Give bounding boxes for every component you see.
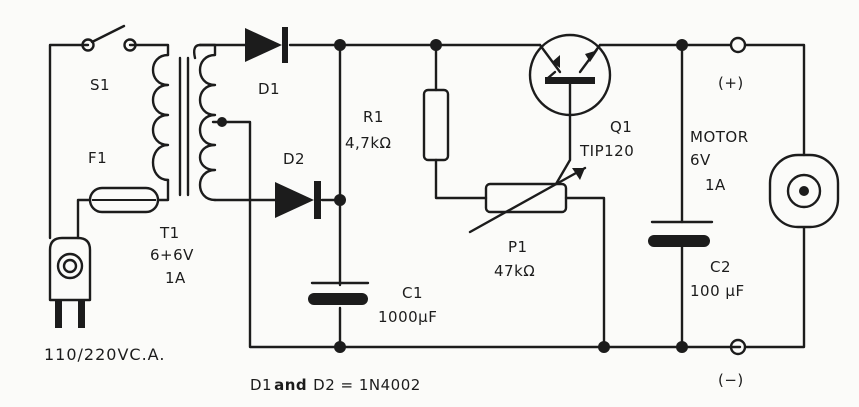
- label-q1: Q1: [610, 118, 632, 136]
- label-d2: D2: [283, 150, 305, 168]
- label-motor-voltage: 6V: [690, 151, 711, 169]
- p1-wire: [564, 196, 606, 349]
- mains-plug: [48, 236, 92, 328]
- label-f1: F1: [88, 149, 107, 167]
- label-p1: P1: [508, 238, 528, 256]
- switch-s1: [81, 24, 137, 52]
- label-q1-part: TIP120: [579, 142, 634, 160]
- capacitor-c1: [308, 281, 370, 305]
- diode-d2: [275, 181, 321, 219]
- transformer-secondary-coil: [192, 43, 217, 202]
- label-r1-value: 4,7kΩ: [345, 134, 392, 152]
- resistor-r1: [422, 88, 450, 162]
- label-c1: C1: [402, 284, 423, 302]
- transformer-core: [178, 56, 190, 197]
- center-tap-wire: [211, 117, 742, 349]
- label-motor: MOTOR: [690, 128, 749, 146]
- fuse-f1: [88, 186, 160, 214]
- junction-dots: [334, 39, 688, 353]
- label-motor-current: 1A: [705, 176, 726, 194]
- label-r1: R1: [363, 108, 384, 126]
- transistor-q1: [528, 33, 612, 186]
- label-mains: 110/220VC.A.: [44, 345, 165, 364]
- label-t1: T1: [159, 224, 180, 242]
- diode-note-rest: D2 = 1N4002: [313, 376, 421, 394]
- label-c1-value: 1000µF: [378, 308, 437, 326]
- diode-note-d1: D1: [250, 376, 272, 394]
- diode-d1: [245, 27, 288, 63]
- label-s1: S1: [90, 76, 110, 94]
- potentiometer-p1: [468, 166, 587, 234]
- capacitor-c2: [648, 220, 714, 247]
- terminal-plus: [729, 36, 747, 54]
- label-plus: (+): [718, 74, 744, 92]
- label-c2: C2: [710, 258, 731, 276]
- label-t1-voltage: 6+6V: [150, 246, 194, 264]
- motor-symbol: [768, 153, 840, 229]
- label-p1-value: 47kΩ: [494, 262, 535, 280]
- label-t1-current: 1A: [165, 269, 186, 287]
- primary-wiring: [48, 43, 170, 240]
- diode-note-and: and: [274, 376, 307, 394]
- motor-wiring: [743, 43, 806, 349]
- label-c2-value: 100 µF: [690, 282, 745, 300]
- transformer-primary-coil: [151, 53, 170, 182]
- label-minus: (−): [718, 371, 744, 389]
- label-d1: D1: [258, 80, 280, 98]
- resistor-r1-wire: [434, 43, 488, 200]
